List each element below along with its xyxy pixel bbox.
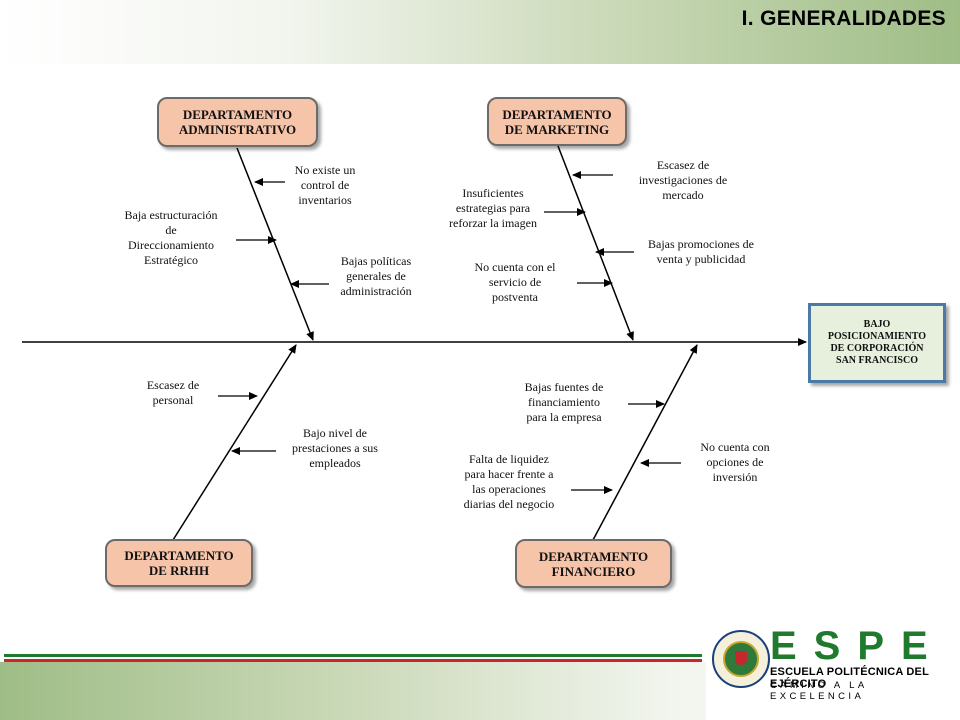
cause-mkt-2: Insuficientes estrategias para reforzar … [449, 186, 537, 230]
cause-fin-1: Bajas fuentes de financiamiento para la … [524, 380, 604, 424]
category-financiero: DEPARTAMENTO FINANCIERO [515, 539, 672, 588]
footer-stripe-green [4, 654, 702, 657]
slide-title: I. GENERALIDADES [741, 7, 946, 30]
cause-mkt-3: Bajas promociones de venta y publicidad [648, 237, 754, 266]
bone-marketing [557, 145, 634, 341]
espe-seal-icon [712, 630, 770, 688]
category-rrhh: DEPARTAMENTO DE RRHH [105, 539, 253, 587]
cause-fin-3: Falta de liquidez para hacer frente a la… [463, 452, 555, 511]
cause-mkt-1: Escasez de investigaciones de mercado [638, 158, 728, 202]
footer-stripe-white [4, 657, 702, 659]
espe-logo-name: ESCUELA POLITÉCNICA DEL EJÉRCITO [770, 666, 929, 690]
cause-adm-1: No existe un control de inventarios [294, 163, 356, 207]
cause-rrhh-2: Bajo nivel de prestaciones a sus emplead… [292, 426, 378, 470]
header-band: I. GENERALIDADES [0, 0, 960, 64]
category-marketing: DEPARTAMENTO DE MARKETING [487, 97, 627, 146]
category-administrativo: DEPARTAMENTO ADMINISTRATIVO [157, 97, 318, 147]
bone-rrhh [172, 344, 297, 541]
cause-rrhh-1: Escasez de personal [146, 378, 200, 407]
cause-fin-2: No cuenta con opciones de inversión [700, 440, 770, 484]
espe-logo-word: ESPE [770, 624, 945, 668]
espe-logo-motto: CAMINO A LA EXCELENCIA [770, 680, 868, 702]
cause-adm-2: Baja estructuración de Direccionamiento … [124, 208, 218, 267]
effect-box: BAJO POSICIONAMIENTO DE CORPORACIÓN SAN … [808, 303, 946, 383]
cause-adm-3: Bajas políticas generales de administrac… [340, 254, 412, 298]
footer-stripe-red [4, 659, 702, 662]
bone-administrativo [236, 147, 314, 341]
cause-mkt-4: No cuenta con el servicio de postventa [474, 260, 556, 304]
bone-financiero [592, 344, 698, 541]
